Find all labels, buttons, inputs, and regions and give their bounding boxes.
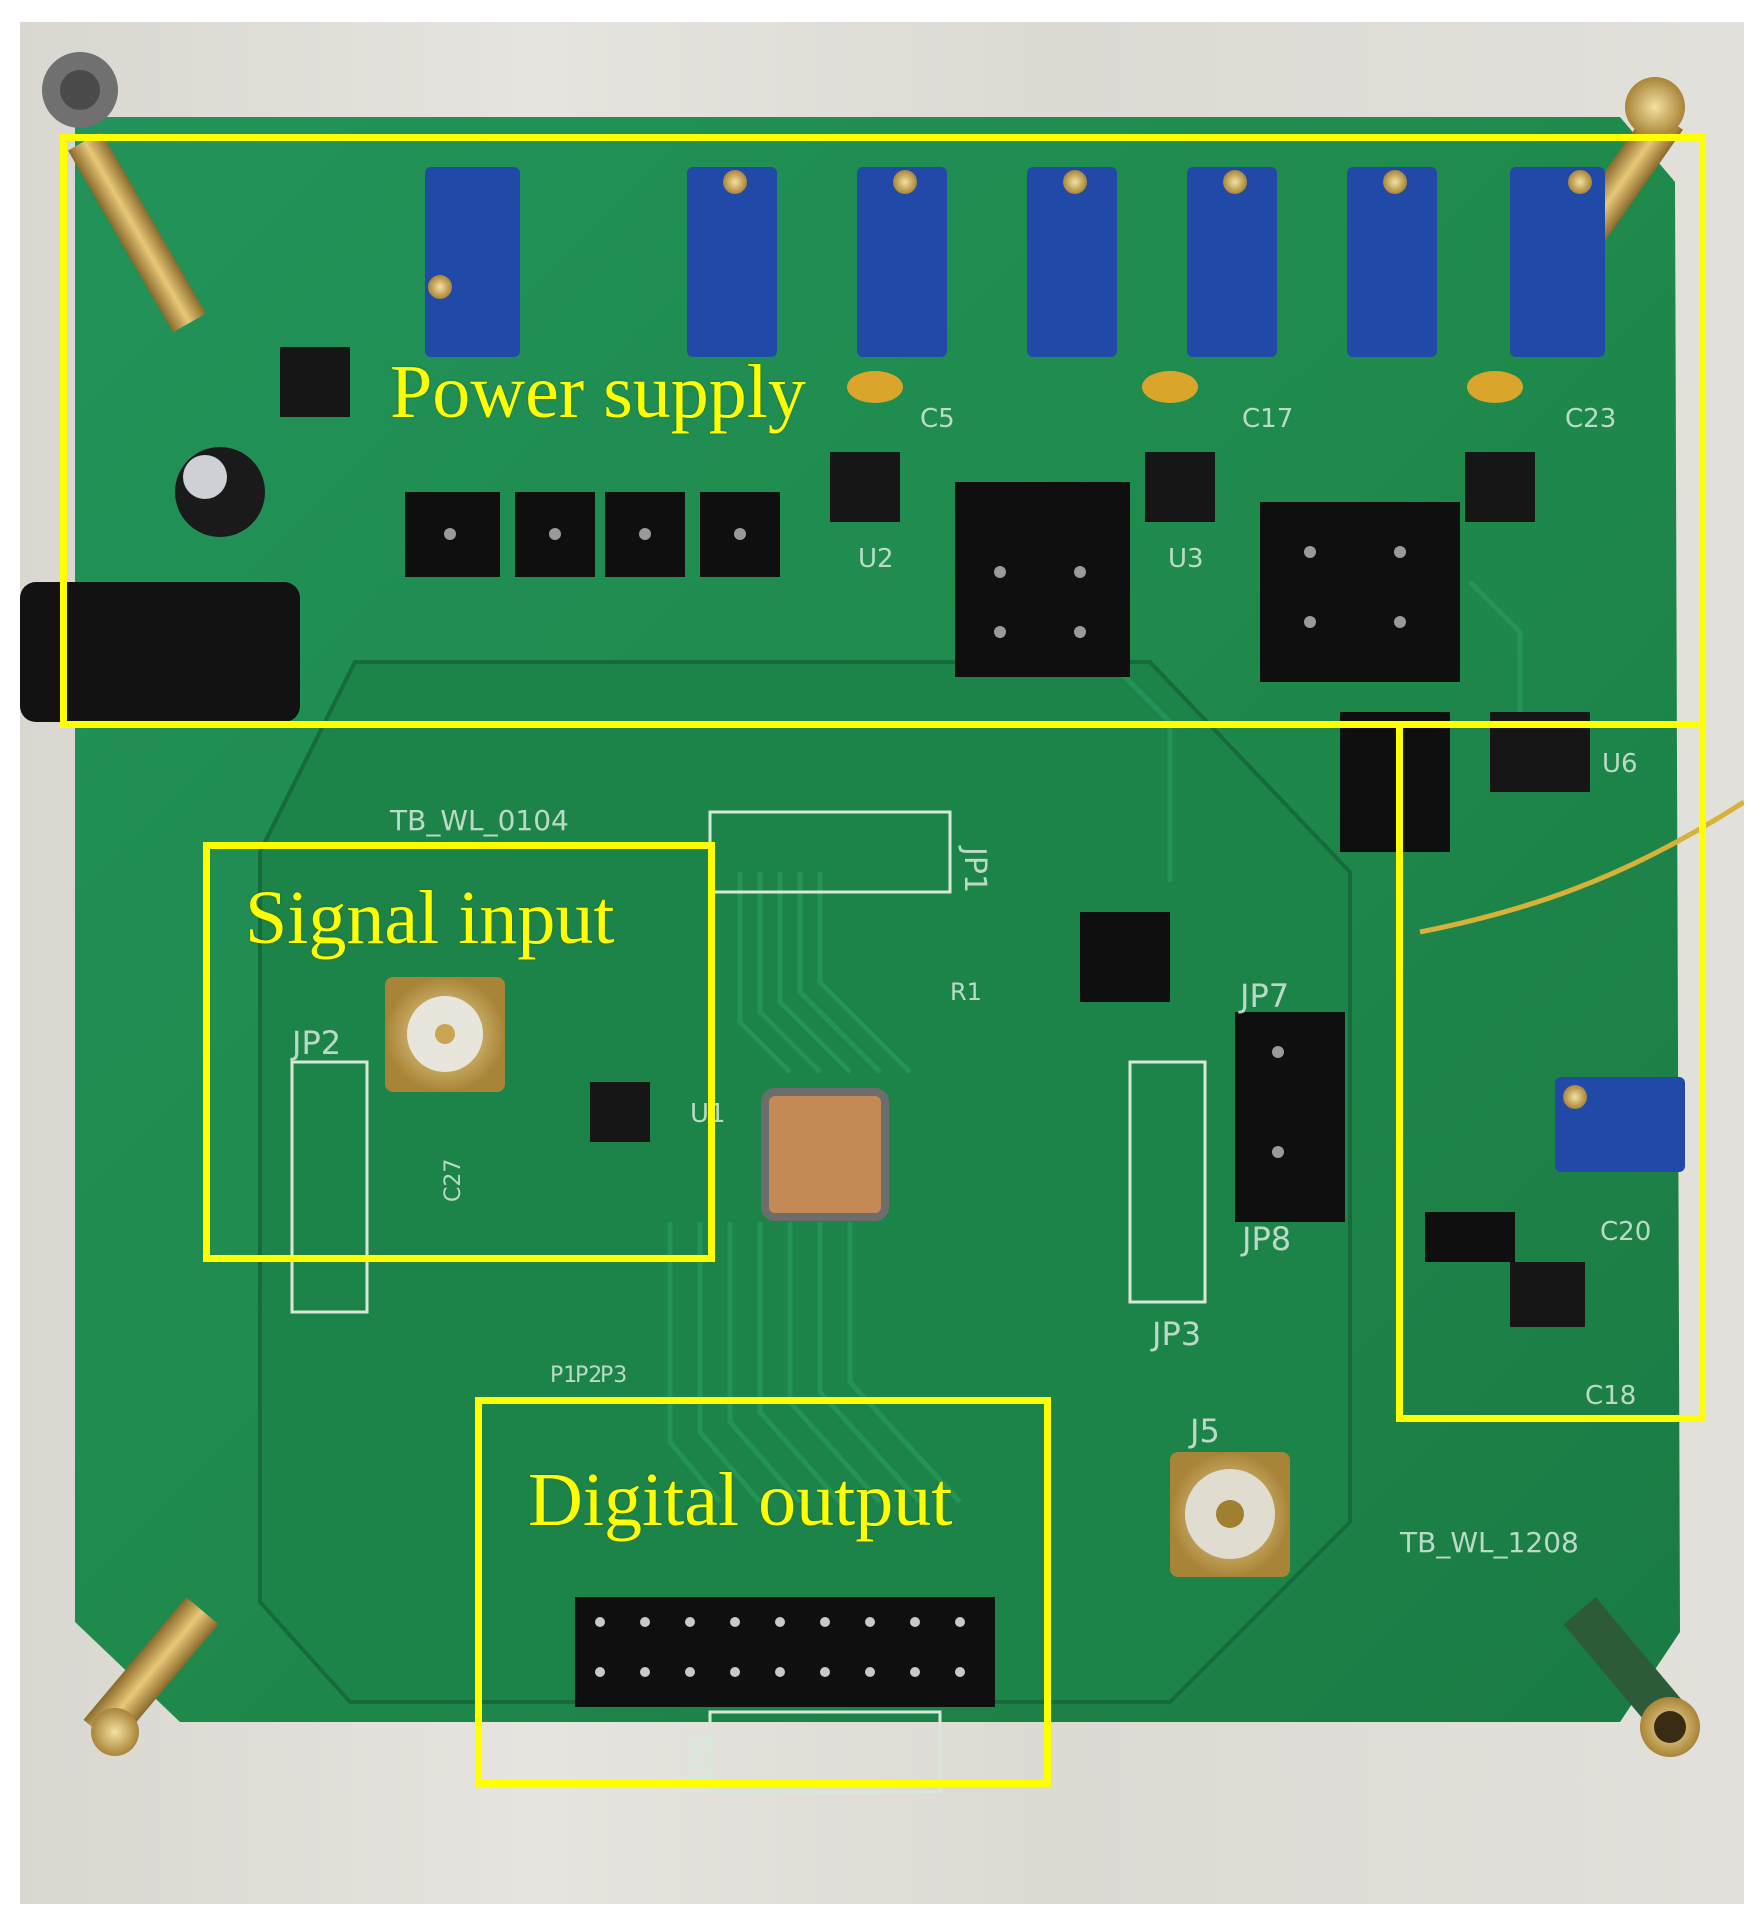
silk-p2: P2 — [575, 1363, 602, 1388]
output-header-pins — [595, 1617, 965, 1677]
wire — [1419, 799, 1744, 935]
silk-jp1: JP1 — [957, 845, 992, 893]
silk-u3: U3 — [1168, 544, 1204, 574]
silk-c17: C17 — [1242, 404, 1293, 434]
tantalum-caps — [847, 371, 1523, 403]
silk-c23: C23 — [1565, 404, 1616, 434]
signal-input-label: Signal input — [245, 876, 615, 960]
power-supply-label: Power supply — [390, 350, 806, 434]
pcb-scene: TB_WL_0104 TB_WL_1208 JP1 JP2 JP3 JP6 JP… — [20, 52, 1744, 1794]
potentiometers — [425, 167, 1685, 1172]
silk-r1: R1 — [950, 978, 982, 1006]
board-id-bottom: TB_WL_1208 — [1399, 1526, 1579, 1559]
silk-u1: U1 — [690, 1099, 726, 1129]
center-connector — [761, 1088, 889, 1221]
pcb-photograph: TB_WL_0104 TB_WL_1208 JP1 JP2 JP3 JP6 JP… — [20, 22, 1744, 1904]
silk-c5: C5 — [920, 404, 955, 434]
silk-p1: P1 — [550, 1363, 577, 1388]
silk-j5: J5 — [1188, 1412, 1220, 1450]
silk-jp8: JP8 — [1240, 1220, 1291, 1258]
silk-jp2: JP2 — [290, 1024, 341, 1062]
sma-connectors — [385, 977, 1290, 1577]
barrel-jack — [20, 582, 300, 722]
silk-c18: C18 — [1585, 1381, 1636, 1411]
silk-p3: P3 — [600, 1363, 627, 1388]
silk-jp3: JP3 — [1150, 1315, 1201, 1353]
silk-c20: C20 — [1600, 1217, 1651, 1247]
silk-c27: C27 — [441, 1159, 466, 1202]
jumper-headers — [405, 482, 1515, 1707]
silk-u2: U2 — [858, 544, 894, 574]
digital-output-label: Digital output — [528, 1458, 953, 1542]
silk-jp7: JP7 — [1238, 977, 1289, 1015]
silk-u6: U6 — [1602, 749, 1638, 779]
header-pins — [444, 528, 1406, 1158]
silk-jp6: JP6 — [683, 1736, 718, 1784]
board-id-top: TB_WL_0104 — [389, 804, 569, 837]
